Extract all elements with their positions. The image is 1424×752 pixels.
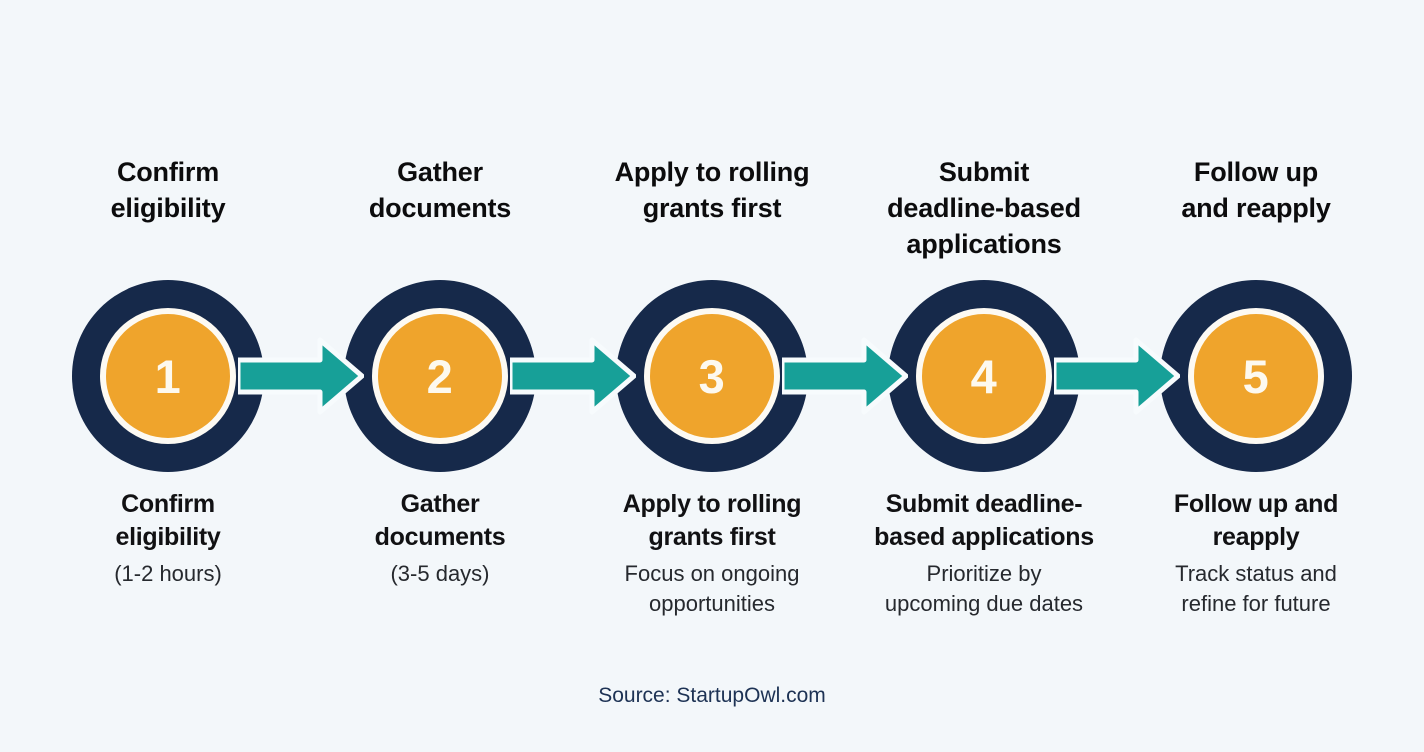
step-bottom-subtitle-4: Prioritize by upcoming due dates [884, 561, 1084, 616]
step-bottom-title-5: Follow up and reapply [1173, 490, 1339, 551]
step-medallion-2: 2 [344, 280, 536, 472]
step-column-5: Follow up and reapply 5 Follow up and re… [1120, 140, 1392, 640]
step-number-2: 2 [426, 349, 454, 403]
step-bottom-title-3: Apply to rolling grants first [622, 490, 802, 551]
step-number-3: 3 [698, 349, 726, 403]
steps-row: Confirm eligibility 1 Confirm eligibilit… [32, 140, 1392, 640]
step-number-5: 5 [1242, 349, 1270, 403]
medallion-core-1: 1 [106, 314, 230, 438]
step-medallion-1: 1 [72, 280, 264, 472]
step-bottom-block-3: Apply to rolling grants first Focus on o… [578, 488, 846, 619]
step-number-4: 4 [970, 349, 998, 403]
step-top-label-4: Submit deadline-based applications [887, 157, 1081, 259]
step-bottom-block-2: Gather documents (3-5 days) [306, 488, 574, 589]
step-bottom-subtitle-5: Track status and refine for future [1175, 561, 1337, 616]
step-medallion-5: 5 [1160, 280, 1352, 472]
step-bottom-block-4: Submit deadline- based applications Prio… [850, 488, 1118, 619]
medallion-core-2: 2 [378, 314, 502, 438]
step-top-label-5: Follow up and reapply [1181, 157, 1331, 223]
step-bottom-subtitle-3: Focus on ongoing opportunities [624, 561, 800, 616]
medallion-core-4: 4 [922, 314, 1046, 438]
step-top-label-1: Confirm eligibility [110, 157, 226, 223]
step-bottom-title-2: Gather documents [374, 490, 506, 551]
step-column-3: Apply to rolling grants first 3 Apply to… [576, 140, 848, 640]
step-top-label-2: Gather documents [368, 157, 512, 223]
step-bottom-title-4: Submit deadline- based applications [874, 490, 1094, 551]
step-number-1: 1 [154, 349, 182, 403]
source-attribution: Source: StartupOwl.com [598, 684, 826, 707]
step-bottom-title-1: Confirm eligibility [115, 490, 221, 551]
step-column-1: Confirm eligibility 1 Confirm eligibilit… [32, 140, 304, 640]
step-medallion-3: 3 [616, 280, 808, 472]
medallion-core-3: 3 [650, 314, 774, 438]
step-bottom-block-5: Follow up and reapply Track status and r… [1122, 488, 1390, 619]
step-top-label-3: Apply to rolling grants first [614, 157, 810, 223]
step-column-2: Gather documents 2 Gather documents (3-5… [304, 140, 576, 640]
step-bottom-subtitle-2: (3-5 days) [390, 561, 490, 586]
step-bottom-subtitle-1: (1-2 hours) [114, 561, 222, 586]
medallion-core-5: 5 [1194, 314, 1318, 438]
step-column-4: Submit deadline-based applications 4 Sub… [848, 140, 1120, 640]
step-medallion-4: 4 [888, 280, 1080, 472]
step-bottom-block-1: Confirm eligibility (1-2 hours) [34, 488, 302, 589]
